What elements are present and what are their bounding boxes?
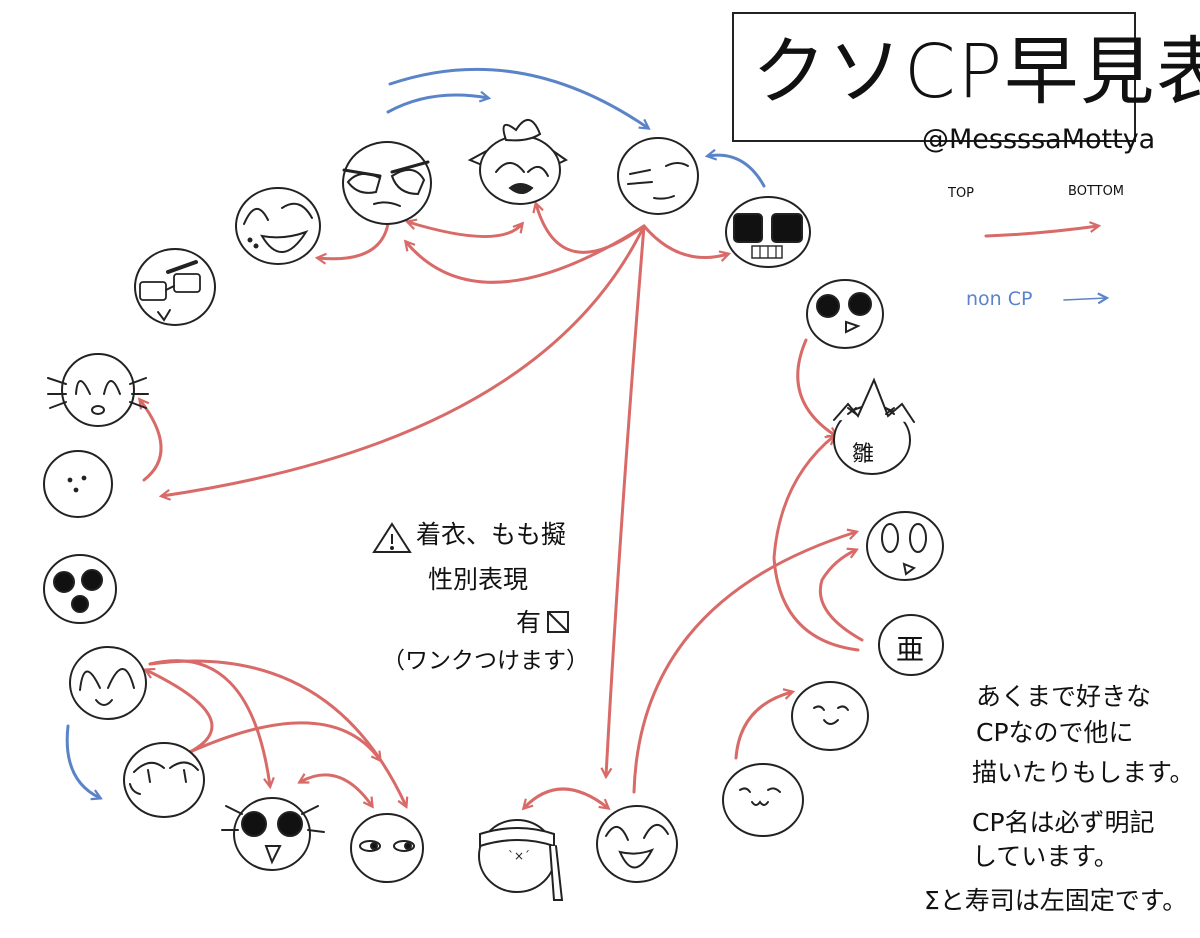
legend-top-label: TOP — [948, 186, 975, 201]
cp-arrow — [524, 787, 608, 808]
smug-face — [617, 137, 699, 215]
title-frame — [732, 12, 1136, 142]
kanji-face-kanji: 亜 — [896, 633, 925, 666]
noncp-arrow — [708, 155, 766, 188]
note-line: CP名は必ず明記 — [972, 808, 1155, 837]
crown-face-kanji: 雛 — [852, 442, 875, 467]
warning-line: 着衣、もも擬 — [416, 520, 567, 549]
page-title: クソCP早見表 — [752, 29, 1200, 115]
warning-line: 性別表現 — [428, 565, 529, 594]
note-line: CPなので他に — [976, 718, 1134, 747]
noncp-arrow — [386, 95, 488, 114]
sleepy-face — [123, 742, 205, 818]
black-dots-face — [43, 554, 117, 624]
cp-arrow — [162, 224, 646, 496]
cp-arrows — [140, 204, 1098, 808]
laughing-face — [596, 805, 678, 883]
note-line: Σと寿司は左固定です。 — [924, 886, 1188, 915]
noncp-legend-arrow — [1063, 298, 1106, 300]
cp-arrow — [140, 400, 163, 482]
legend-noncp-label: non CP — [966, 288, 1033, 310]
cp-arrow — [606, 224, 646, 776]
cp-arrow — [734, 692, 792, 760]
noncp-arrow — [65, 724, 100, 798]
warning-triangle-icon — [372, 522, 412, 553]
faces: `×´ — [43, 119, 944, 901]
cp-arrow — [536, 204, 646, 254]
glasses-face — [134, 248, 216, 326]
cp-arrow — [148, 659, 406, 806]
cp-arrow — [772, 436, 860, 652]
cp-arrow — [632, 532, 856, 794]
kanji-face — [878, 614, 944, 676]
note-line: あくまで好きな — [976, 682, 1152, 711]
legend-bottom-label: BOTTOM — [1068, 184, 1125, 199]
grin-face — [235, 187, 321, 265]
angry-eyes-face — [342, 141, 432, 225]
whisker-face — [47, 353, 149, 427]
crown-face — [833, 377, 915, 475]
headband-face: `×´ — [478, 819, 564, 901]
warning-line: （ワンクつけます） — [382, 648, 589, 674]
big-black-eyes-face — [221, 797, 325, 871]
cp-legend-arrow — [984, 226, 1098, 238]
dot-face — [43, 450, 113, 518]
black-square-eyes-face — [725, 196, 811, 268]
cp-arrow — [796, 338, 836, 436]
cp-arrow — [818, 550, 864, 642]
cp-arrow — [300, 775, 372, 806]
smile-face — [791, 681, 869, 751]
noncp-arrows — [65, 67, 1106, 798]
note-line: しています。 — [972, 842, 1119, 871]
fox-face — [467, 119, 569, 205]
author-handle: @MessssaMottya — [922, 124, 1156, 155]
oval-eyes-face — [866, 511, 944, 581]
checkbox-icon — [547, 611, 569, 633]
cp-arrow — [406, 224, 646, 284]
note-line: 描いたりもします。 — [972, 758, 1195, 787]
cp-arrow — [146, 670, 214, 754]
side-eye-face — [350, 813, 424, 883]
noncp-arrow — [388, 67, 648, 128]
svg-text:`×´: `×´ — [508, 849, 530, 863]
warning-line: 有 — [516, 608, 542, 637]
cp-arrow — [642, 224, 728, 258]
cp-arrow — [318, 222, 390, 259]
bird-face — [806, 279, 884, 349]
arch-eyes-face — [69, 646, 147, 720]
cp-arrow — [408, 222, 522, 238]
cat-mouth-face — [722, 763, 804, 837]
cp-arrow — [188, 721, 380, 760]
